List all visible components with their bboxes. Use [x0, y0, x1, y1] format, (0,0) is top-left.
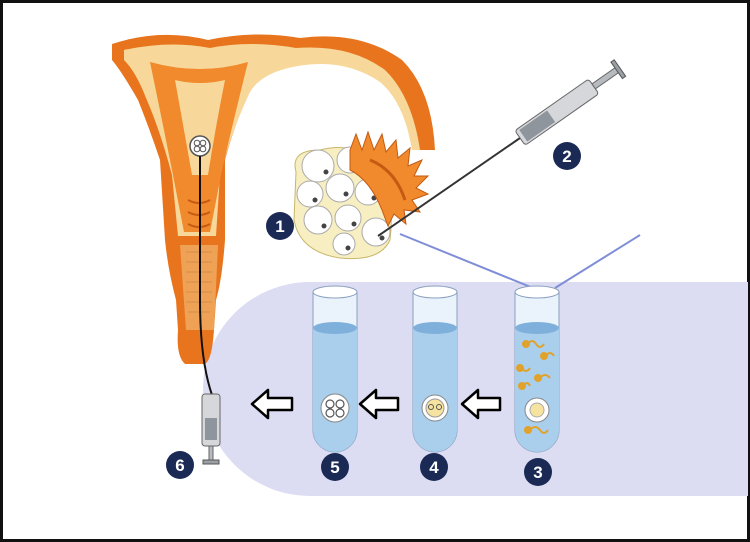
tube-embryo — [313, 286, 357, 452]
svg-text:6: 6 — [175, 456, 184, 475]
svg-text:1: 1 — [275, 217, 284, 236]
step-badge-1: 1 — [266, 212, 294, 240]
svg-text:4: 4 — [429, 458, 439, 477]
step-badge-5: 5 — [321, 453, 349, 481]
step-badge-6: 6 — [166, 451, 194, 479]
tube-fertilization — [515, 286, 559, 452]
step-badge-4: 4 — [420, 453, 448, 481]
embryo-icon — [321, 394, 349, 422]
step-badge-2: 2 — [553, 142, 581, 170]
step-badge-3: 3 — [524, 458, 552, 486]
tube-zygote — [413, 286, 457, 452]
svg-text:5: 5 — [330, 458, 339, 477]
svg-text:3: 3 — [533, 463, 542, 482]
implanted-embryo-icon — [190, 136, 210, 156]
svg-text:2: 2 — [562, 147, 571, 166]
lab-panel — [203, 282, 748, 496]
